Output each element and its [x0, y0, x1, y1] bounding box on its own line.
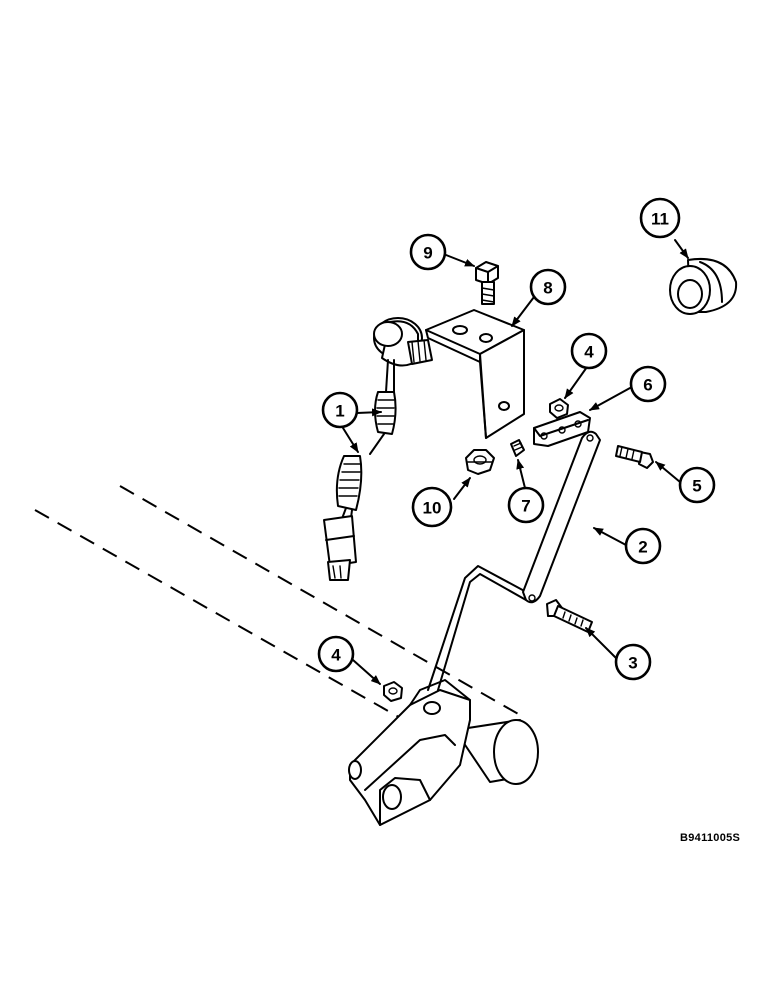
callout-4-upper-label: 4	[584, 343, 594, 362]
nut-lower	[383, 681, 403, 702]
callout-7-label: 7	[521, 497, 530, 516]
callout-5: 5	[678, 466, 716, 504]
callout-4-lower-label: 4	[331, 646, 341, 665]
callout-9: 9	[409, 233, 447, 271]
callout-2-label: 2	[638, 538, 647, 557]
callout-6: 6	[629, 365, 667, 403]
axle-outline-dashed	[34, 485, 521, 733]
link-rod	[522, 430, 601, 604]
leader-lines	[342, 239, 689, 685]
callout-1-label: 1	[335, 402, 344, 421]
callout-11: 11	[639, 197, 681, 239]
callout-9-label: 9	[423, 244, 432, 263]
callout-2: 2	[624, 527, 662, 565]
sensor-assembly	[323, 317, 433, 581]
callout-4-upper: 4	[570, 332, 608, 370]
callout-4-lower: 4	[317, 635, 355, 673]
grommet	[669, 258, 738, 315]
lever-arm	[427, 565, 531, 691]
callout-10: 10	[411, 486, 453, 528]
callout-6-label: 6	[643, 376, 652, 395]
callout-5-label: 5	[692, 477, 701, 496]
axle-shaft	[454, 719, 539, 785]
set-screw	[510, 439, 525, 457]
callout-3: 3	[614, 643, 652, 681]
axle-bracket	[348, 679, 471, 826]
callout-8: 8	[529, 268, 567, 306]
lock-nut	[465, 449, 495, 475]
callout-3-label: 3	[628, 654, 637, 673]
callout-1: 1	[321, 391, 359, 429]
figure-id: B9411005S	[680, 832, 741, 844]
callout-10-label: 10	[423, 499, 442, 518]
mounting-bracket	[425, 309, 525, 439]
link-plate	[533, 411, 591, 447]
callout-7: 7	[507, 486, 545, 524]
bolt-lower	[546, 599, 593, 633]
bolt-right	[615, 445, 654, 469]
bolt-top	[475, 261, 499, 305]
nut-upper	[549, 398, 569, 419]
callout-8-label: 8	[543, 279, 552, 298]
callout-11-label: 11	[651, 210, 669, 229]
